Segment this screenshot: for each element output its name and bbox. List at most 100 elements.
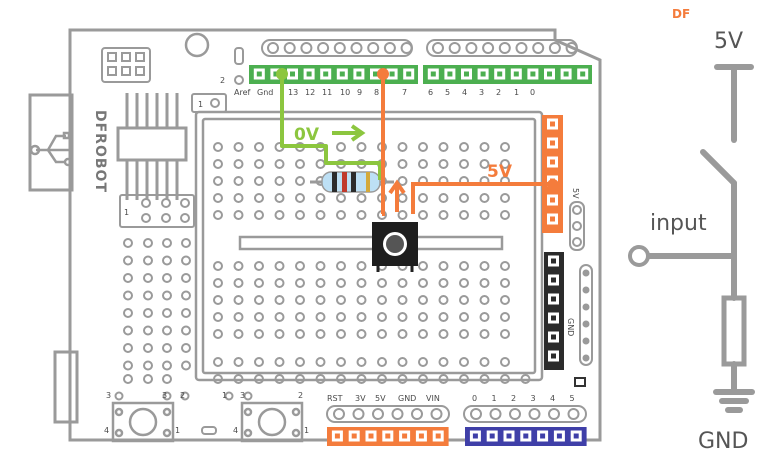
breadboard-hole [315, 261, 326, 271]
socket-pin [402, 433, 408, 439]
btnR-tl: 1 [222, 391, 227, 400]
breadboard-hole [233, 312, 244, 322]
breadboard-hole [315, 329, 326, 339]
digital-pin-label: 10 [340, 88, 350, 97]
top-pin-hole [448, 42, 461, 54]
socket-pin [506, 433, 512, 439]
top-pin-hole [333, 42, 346, 54]
breadboard-hole [336, 357, 346, 367]
side-hole [143, 374, 153, 384]
led-indicator [234, 47, 244, 85]
breadboard-hole [438, 210, 449, 220]
breadboard-hole [377, 278, 387, 288]
side-pin-outline [569, 201, 585, 251]
breadboard [194, 110, 544, 382]
socket-pin [368, 433, 374, 439]
side-pin [572, 221, 582, 231]
breadboard-hole [254, 261, 264, 271]
left-pushbutton [111, 401, 175, 443]
breadboard-hole [479, 329, 490, 339]
socket-pin [580, 71, 586, 77]
breadboard-hole [295, 329, 305, 339]
breadboard-hole [336, 210, 346, 220]
side-hole [181, 238, 191, 248]
breadboard-hole [377, 329, 387, 339]
socket-pin [256, 71, 262, 77]
power-pin-label: RST [327, 394, 343, 403]
analog-pin-label: 3 [531, 394, 536, 403]
breadboard-hole [254, 312, 264, 322]
breadboard-hole [315, 159, 326, 169]
breadboard-hole [213, 374, 223, 384]
socket-pin [513, 71, 519, 77]
breadboard-hole [418, 312, 428, 322]
bottom-pin-hole [372, 408, 384, 420]
side-hole [123, 360, 133, 371]
digital-pin-label: 8 [374, 88, 379, 97]
breadboard-hole [500, 312, 510, 322]
breadboard-hole [254, 329, 264, 339]
side-hole [162, 343, 172, 353]
side-pin [572, 237, 582, 247]
side-hole [143, 343, 153, 353]
breadboard-hole [213, 357, 223, 367]
breadboard-hole [397, 176, 408, 186]
breadboard-hole [500, 193, 510, 203]
digital-pin-label: 0 [530, 88, 535, 97]
top-pin-hole [350, 42, 363, 54]
digital-pin-label: Gnd [257, 88, 273, 97]
breadboard-hole [438, 374, 449, 384]
breadboard-hole [315, 210, 326, 220]
btnL-br: 1 [175, 426, 180, 435]
breadboard-hole [295, 295, 305, 305]
breadboard-hole [274, 278, 285, 288]
bottom-pin-hole [430, 408, 443, 420]
breadboard-hole [233, 278, 244, 288]
right-black-header [544, 252, 593, 370]
top-pin-hole [532, 42, 545, 54]
socket-pin [430, 71, 436, 77]
socket-pin [464, 71, 469, 77]
breadboard-hole [479, 193, 490, 203]
socket-pin [385, 433, 391, 439]
socket-pin [550, 121, 555, 127]
analog-pin-label: 1 [492, 394, 497, 403]
mount-hole [184, 32, 210, 58]
socket-pin [306, 71, 312, 77]
breadboard-hole [397, 193, 408, 203]
side-hole [143, 273, 153, 283]
breadboard-hole [213, 142, 223, 152]
breadboard-hole [274, 357, 285, 367]
bottom-pin-hole [391, 408, 404, 420]
right-pushbutton [240, 401, 304, 443]
breadboard-hole [459, 278, 469, 288]
breadboard-hole [459, 357, 469, 367]
socket-pin [563, 71, 569, 77]
green-arrow [332, 124, 366, 142]
btnR-tl2: 3 [240, 391, 245, 400]
analog-pin-label: 4 [550, 394, 555, 403]
socket-pin [472, 433, 478, 439]
socket-pin [551, 315, 556, 321]
side-hole [162, 255, 172, 266]
breadboard-hole [418, 210, 428, 220]
top-pin-hole [498, 42, 511, 54]
breadboard-hole [315, 357, 326, 367]
btnR-br: 1 [304, 426, 309, 435]
breadboard-hole [254, 193, 264, 203]
power-pin-label: VIN [426, 394, 440, 403]
corner-tag: DF [672, 7, 690, 21]
breadboard-hole [356, 295, 367, 305]
breadboard-hole [479, 374, 490, 384]
switch-schematic [642, 64, 755, 413]
breadboard-hole [315, 295, 326, 305]
breadboard-hole [438, 142, 449, 152]
icsp-header [101, 47, 151, 83]
side-hole [181, 360, 191, 371]
side-hole [143, 308, 153, 318]
breadboard-hole [233, 159, 244, 169]
socket-pin [290, 71, 295, 77]
btnL-bl: 4 [104, 426, 109, 435]
breadboard-hole [438, 159, 449, 169]
